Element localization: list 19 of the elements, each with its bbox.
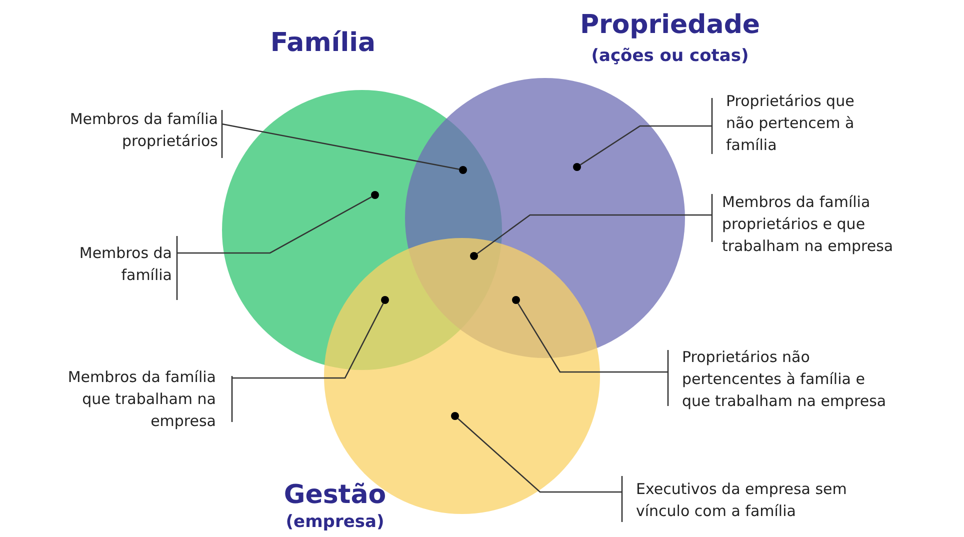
circle-subtitle: (ações ou cotas) bbox=[591, 46, 749, 66]
leader-line bbox=[580, 97, 713, 166]
circle-subtitle: (empresa) bbox=[286, 512, 384, 532]
callout-text: Membros da família proprietários e que trabalham na empresa bbox=[722, 191, 912, 257]
circle-title: Gestão bbox=[284, 480, 386, 510]
callout-text: Proprietários que não pertencem à família bbox=[726, 90, 881, 156]
leader-line bbox=[457, 418, 623, 523]
circle-title: Propriedade bbox=[580, 10, 760, 40]
callout-text: Proprietários não pertencentes à família e que trabalham na empresa bbox=[682, 346, 897, 412]
callout-text: Membros da família bbox=[40, 242, 172, 286]
leader-line bbox=[476, 193, 713, 254]
callout-text: Membros da família que trabalham na empresa bbox=[54, 366, 216, 432]
leader-line bbox=[231, 302, 384, 423]
leader-line bbox=[176, 196, 372, 301]
callout-text: Executivos da empresa sem vínculo com a família bbox=[636, 478, 851, 522]
circle-title: Família bbox=[270, 28, 376, 58]
leader-line bbox=[221, 109, 460, 170]
callout-text: Membros da família proprietários bbox=[8, 108, 218, 152]
leader-line bbox=[517, 302, 669, 407]
